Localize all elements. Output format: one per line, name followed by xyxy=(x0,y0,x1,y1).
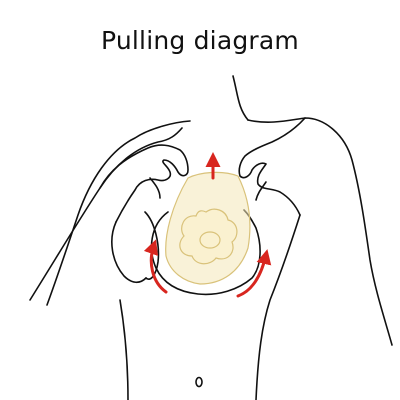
petal-cover xyxy=(179,208,238,265)
left-hand-outline xyxy=(99,144,189,223)
right-thumb-outline xyxy=(255,181,267,201)
right-torso-outline xyxy=(255,214,301,400)
diagram-title: Pulling diagram xyxy=(101,26,299,55)
navel xyxy=(195,376,203,388)
right-shoulder-outline xyxy=(247,117,393,346)
left-shoulder-outline xyxy=(46,120,191,306)
neck-outline xyxy=(232,75,249,121)
lift-tape xyxy=(165,171,251,285)
curved-arrow-right-icon xyxy=(236,249,272,298)
left-breast-outline xyxy=(111,221,147,284)
center-breast-outline xyxy=(150,209,261,296)
left-thumb-outline xyxy=(149,177,161,199)
left-torso-outline xyxy=(119,299,129,400)
right-hand-outline xyxy=(238,117,306,216)
curved-arrow-left-icon xyxy=(143,239,168,294)
